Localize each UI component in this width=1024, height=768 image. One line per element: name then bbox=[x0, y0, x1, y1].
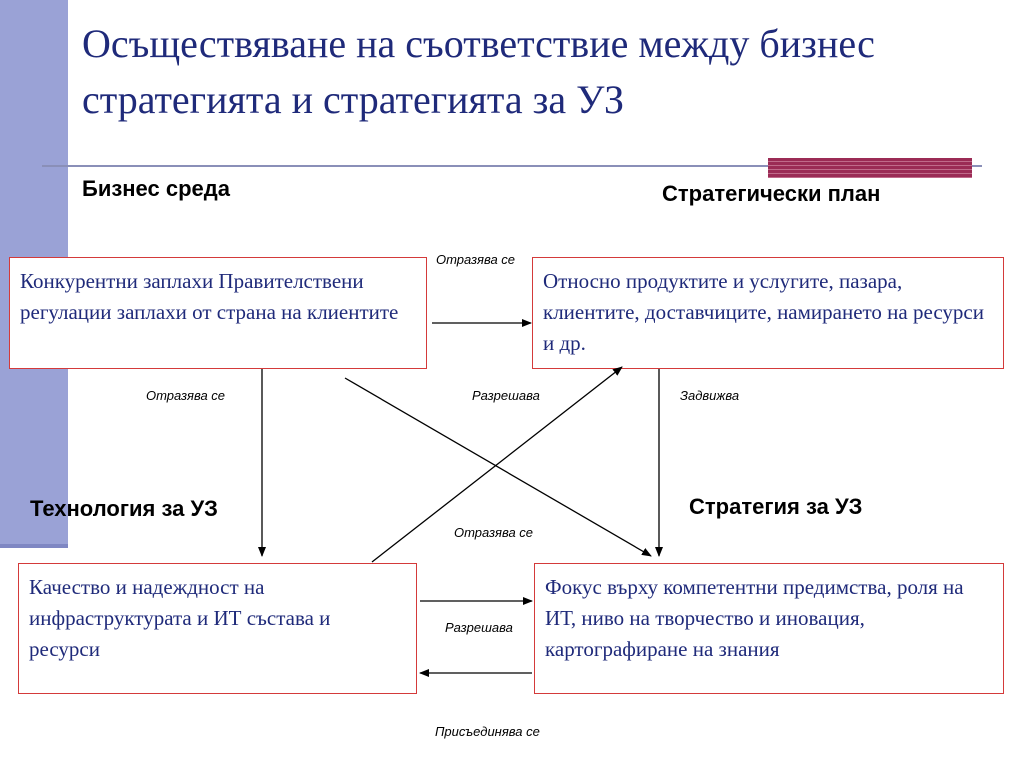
label-bottom-right-arrow: Разрешава bbox=[445, 620, 513, 635]
box-strategic-plan: Относно продуктите и услугите, пазара, к… bbox=[532, 257, 1004, 369]
label-right-down: Задвижва bbox=[680, 388, 740, 403]
arrow-diag-down bbox=[344, 377, 652, 557]
title-divider bbox=[42, 165, 982, 167]
box-tech: Качество и надеждност на инфраструктурат… bbox=[18, 563, 417, 694]
accent-bar bbox=[768, 158, 972, 178]
label-left-down: Отразява се bbox=[146, 388, 226, 403]
heading-tech: Технология за УЗ bbox=[30, 496, 218, 521]
box-business-env: Конкурентни заплахи Правителствени регул… bbox=[9, 257, 427, 369]
label-diag-up: Разрешава bbox=[472, 388, 540, 403]
slide-title: Осъществяване на съответствие между бизн… bbox=[82, 21, 875, 122]
heading-business-env: Бизнес среда bbox=[82, 176, 230, 201]
sidebar-edge bbox=[0, 544, 68, 548]
label-top-arrow: Отразява се bbox=[436, 252, 516, 267]
heading-strategy: Стратегия за УЗ bbox=[689, 494, 863, 519]
label-diag-down: Отразява се bbox=[454, 525, 534, 540]
label-bottom-left-arrow: Присъединява се bbox=[435, 724, 540, 739]
arrow-diag-up bbox=[371, 366, 623, 563]
box-strategy: Фокус върху компетентни предимства, роля… bbox=[534, 563, 1004, 694]
heading-strategic-plan: Стратегически план bbox=[662, 181, 881, 206]
